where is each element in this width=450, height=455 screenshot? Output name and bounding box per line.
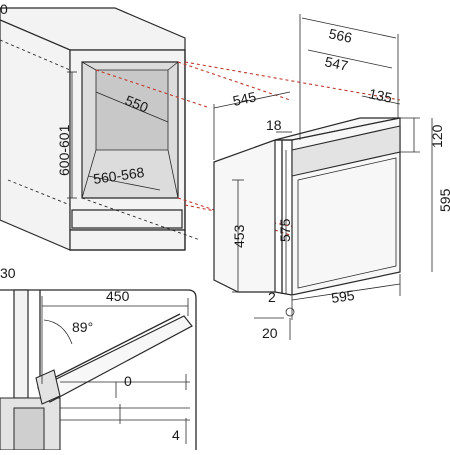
oven-door-window xyxy=(297,157,397,289)
dim-gap-2: 2 xyxy=(268,289,276,305)
oven-dimensions xyxy=(213,14,433,340)
cabinet-plinth xyxy=(69,229,186,251)
dim-cabinet-floor: 560-568 xyxy=(92,164,145,187)
dim-cabinet-height: 600-601 xyxy=(56,124,72,176)
dim-oven-overall-depth: 545 xyxy=(231,88,257,109)
dim-door-gap-4: 4 xyxy=(172,427,180,443)
dim-oven-depth-body: 547 xyxy=(323,53,349,74)
dim-bottom-left-partial: 30 xyxy=(0,265,16,281)
inset-cabinet-wall xyxy=(13,289,29,399)
dim-front-height-575: 575 xyxy=(277,218,293,242)
dim-door-angle: 89° xyxy=(72,319,93,335)
door-detail-inset xyxy=(0,289,197,451)
oven xyxy=(213,117,401,296)
dim-front-thickness: 18 xyxy=(266,117,282,133)
dim-door-span-450: 450 xyxy=(106,288,130,304)
dim-oven-width-595: 595 xyxy=(330,287,356,306)
dim-door-gap-0: 0 xyxy=(124,373,132,389)
oven-body-side xyxy=(213,139,276,293)
oven-door-open xyxy=(37,315,193,403)
dim-right-partial: 595 xyxy=(437,188,450,212)
dim-oven-top-135: 135 xyxy=(367,85,393,106)
dim-oven-depth-total: 566 xyxy=(327,25,353,46)
cabinet xyxy=(0,7,186,251)
adjustment-screw-icon xyxy=(285,307,295,317)
dim-body-height-453: 453 xyxy=(231,224,247,248)
dim-top-left-partial: 0 xyxy=(0,1,8,17)
dim-bottom-20: 20 xyxy=(262,325,278,341)
cabinet-dimensions xyxy=(67,71,169,199)
dim-front-height-top: 120 xyxy=(429,124,445,148)
